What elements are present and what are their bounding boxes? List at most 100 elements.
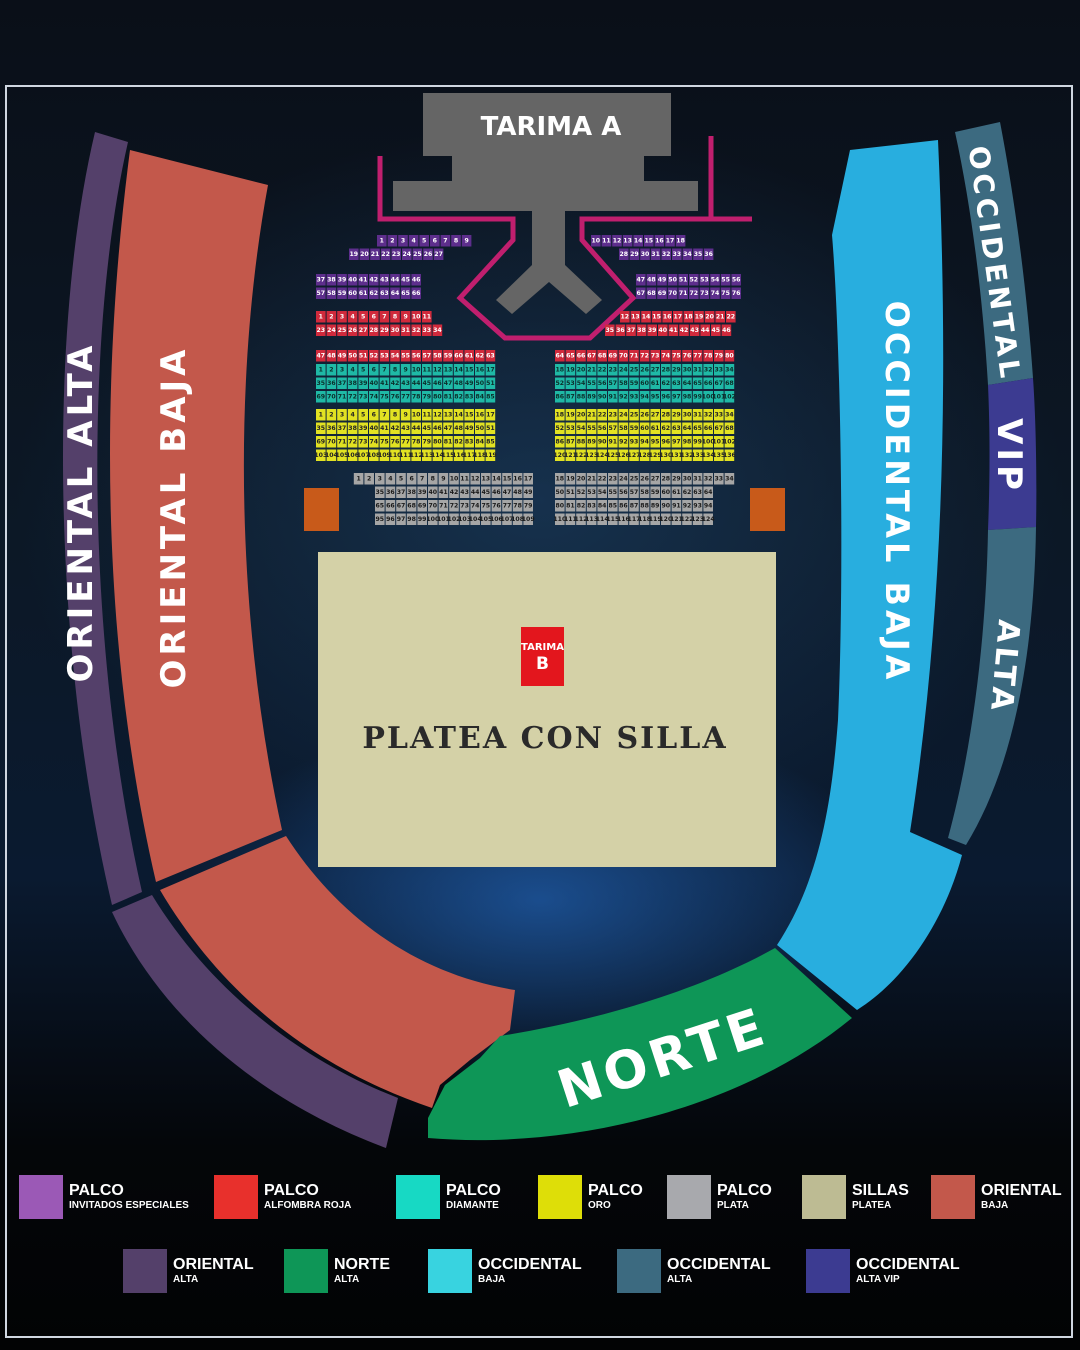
seat[interactable] bbox=[586, 486, 597, 499]
seat[interactable] bbox=[661, 449, 671, 462]
seat[interactable] bbox=[428, 513, 438, 526]
seat[interactable] bbox=[422, 422, 432, 435]
seat[interactable] bbox=[639, 449, 650, 462]
seat[interactable] bbox=[379, 436, 390, 448]
seat[interactable] bbox=[470, 500, 480, 512]
seat[interactable] bbox=[326, 377, 337, 390]
seat[interactable] bbox=[375, 513, 385, 526]
seat[interactable] bbox=[390, 409, 400, 421]
seat[interactable] bbox=[449, 473, 459, 485]
seat[interactable] bbox=[605, 324, 615, 337]
seat[interactable] bbox=[586, 513, 597, 526]
seat[interactable] bbox=[724, 409, 735, 421]
seat[interactable] bbox=[647, 324, 657, 337]
seat[interactable] bbox=[671, 449, 682, 462]
seat[interactable] bbox=[639, 350, 650, 362]
seat[interactable] bbox=[337, 350, 347, 362]
seat[interactable] bbox=[565, 486, 576, 499]
seat[interactable] bbox=[470, 486, 480, 499]
seat[interactable] bbox=[428, 473, 438, 485]
seat[interactable] bbox=[608, 436, 618, 448]
seat[interactable] bbox=[618, 391, 629, 403]
seat[interactable] bbox=[678, 274, 688, 286]
seat[interactable] bbox=[555, 436, 565, 448]
seat[interactable] bbox=[576, 486, 586, 499]
seat[interactable] bbox=[714, 422, 724, 435]
seat[interactable] bbox=[565, 409, 576, 421]
seat[interactable] bbox=[453, 391, 464, 403]
seat[interactable] bbox=[639, 486, 650, 499]
seat[interactable] bbox=[608, 377, 618, 390]
seat[interactable] bbox=[650, 409, 660, 421]
seat[interactable] bbox=[422, 436, 432, 448]
seat[interactable] bbox=[440, 235, 451, 247]
seat[interactable] bbox=[671, 473, 682, 485]
seat[interactable] bbox=[703, 486, 713, 499]
seat[interactable] bbox=[417, 486, 427, 499]
seat[interactable] bbox=[502, 500, 512, 512]
seat[interactable] bbox=[406, 473, 417, 485]
seat[interactable] bbox=[633, 235, 643, 247]
seat[interactable] bbox=[650, 436, 660, 448]
seat[interactable] bbox=[411, 436, 421, 448]
seat[interactable] bbox=[347, 449, 358, 462]
seat[interactable] bbox=[714, 364, 724, 376]
seat[interactable] bbox=[347, 391, 358, 403]
seat[interactable] bbox=[565, 436, 576, 448]
seat[interactable] bbox=[597, 486, 607, 499]
seat[interactable] bbox=[475, 436, 485, 448]
seat[interactable] bbox=[682, 500, 692, 512]
seat[interactable] bbox=[377, 235, 387, 247]
seat[interactable] bbox=[597, 473, 607, 485]
seat[interactable] bbox=[724, 350, 735, 362]
seat[interactable] bbox=[390, 350, 400, 362]
seat[interactable] bbox=[358, 350, 368, 362]
seat[interactable] bbox=[618, 486, 629, 499]
section-oriental-alta[interactable] bbox=[62, 132, 399, 1148]
seat[interactable] bbox=[390, 377, 400, 390]
seat[interactable] bbox=[608, 422, 618, 435]
seat[interactable] bbox=[619, 248, 629, 261]
seat[interactable] bbox=[316, 364, 326, 376]
seat[interactable] bbox=[586, 473, 597, 485]
seat[interactable] bbox=[523, 473, 533, 485]
seat[interactable] bbox=[692, 377, 703, 390]
seat[interactable] bbox=[316, 422, 326, 435]
section-occidental-baja[interactable] bbox=[777, 140, 962, 1010]
seat[interactable] bbox=[639, 473, 650, 485]
seat[interactable] bbox=[657, 287, 667, 300]
seat[interactable] bbox=[694, 311, 704, 323]
seat[interactable] bbox=[398, 235, 408, 247]
seat[interactable] bbox=[326, 274, 337, 286]
seat[interactable] bbox=[326, 391, 337, 403]
seat[interactable] bbox=[576, 449, 586, 462]
seat[interactable] bbox=[443, 436, 453, 448]
seat[interactable] bbox=[618, 513, 629, 526]
seat[interactable] bbox=[555, 391, 565, 403]
seat[interactable] bbox=[359, 248, 370, 261]
seat[interactable] bbox=[692, 473, 703, 485]
seat[interactable] bbox=[629, 486, 639, 499]
seat[interactable] bbox=[337, 391, 347, 403]
seat[interactable] bbox=[475, 350, 485, 362]
seat[interactable] bbox=[485, 422, 496, 435]
seat[interactable] bbox=[714, 449, 724, 462]
seat[interactable] bbox=[326, 287, 337, 300]
seat[interactable] bbox=[682, 449, 692, 462]
seat[interactable] bbox=[379, 422, 390, 435]
seat[interactable] bbox=[667, 274, 678, 286]
seat[interactable] bbox=[703, 500, 713, 512]
seat[interactable] bbox=[485, 436, 496, 448]
seat[interactable] bbox=[432, 391, 443, 403]
seat[interactable] bbox=[565, 513, 576, 526]
seat[interactable] bbox=[523, 500, 533, 512]
seat[interactable] bbox=[453, 377, 464, 390]
seat[interactable] bbox=[629, 391, 639, 403]
seat[interactable] bbox=[703, 409, 713, 421]
seat[interactable] bbox=[491, 500, 502, 512]
seat[interactable] bbox=[423, 248, 433, 261]
seat[interactable] bbox=[464, 391, 474, 403]
seat[interactable] bbox=[682, 391, 692, 403]
seat[interactable] bbox=[369, 287, 379, 300]
seat[interactable] bbox=[586, 500, 597, 512]
